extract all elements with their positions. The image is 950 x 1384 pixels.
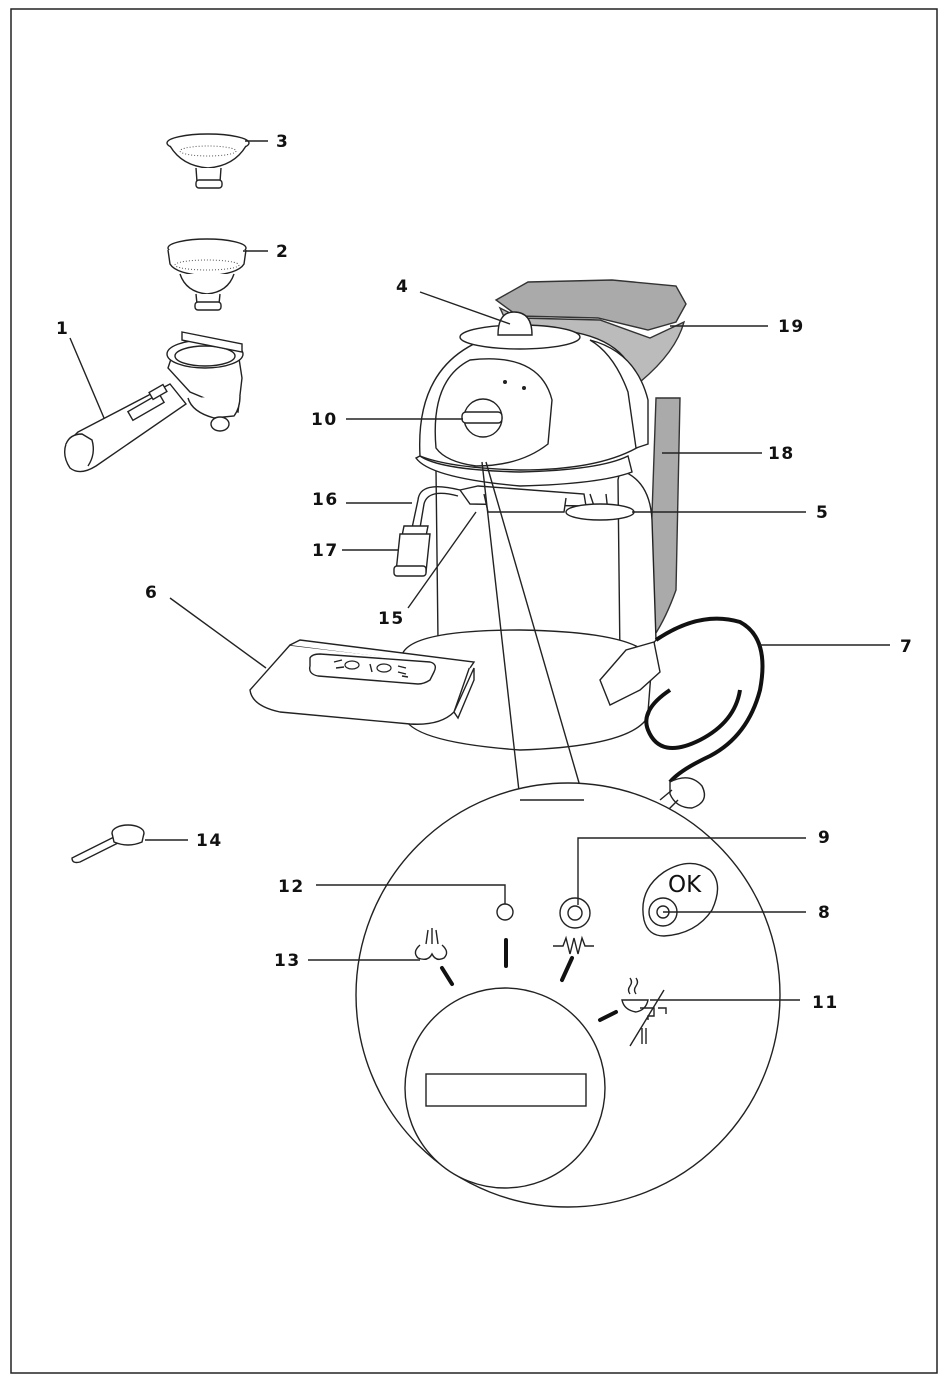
filter-holder xyxy=(65,332,243,472)
label-16: 16 xyxy=(312,490,339,510)
label-10: 10 xyxy=(311,410,338,430)
label-17: 17 xyxy=(312,541,339,561)
measuring-scoop xyxy=(72,825,144,863)
label-15: 15 xyxy=(378,609,405,629)
label-5: 5 xyxy=(816,503,829,523)
label-3: 3 xyxy=(276,132,289,152)
label-6: 6 xyxy=(145,583,158,603)
label-2: 2 xyxy=(276,242,289,262)
label-14: 14 xyxy=(196,831,223,851)
label-4: 4 xyxy=(396,277,409,297)
label-7: 7 xyxy=(900,637,913,657)
ok-label: OK xyxy=(668,872,702,898)
espresso-machine xyxy=(394,280,763,810)
label-18: 18 xyxy=(768,444,795,464)
label-13: 13 xyxy=(274,951,301,971)
label-1: 1 xyxy=(56,319,69,339)
label-19: 19 xyxy=(778,317,805,337)
label-11: 11 xyxy=(812,993,839,1013)
label-9: 9 xyxy=(818,828,831,848)
filter-one-cup xyxy=(167,134,249,188)
label-12: 12 xyxy=(278,877,305,897)
filter-two-cup xyxy=(168,239,246,310)
label-8: 8 xyxy=(818,903,831,923)
